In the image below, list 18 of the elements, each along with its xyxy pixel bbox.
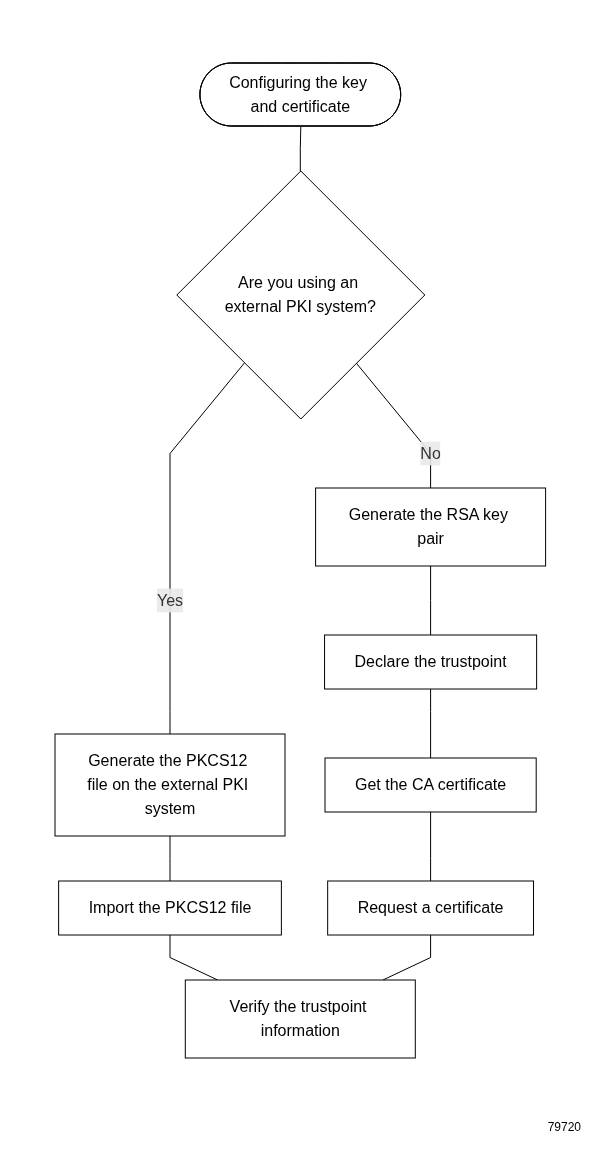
node-box: Get the CA certificate bbox=[324, 757, 537, 812]
connector bbox=[169, 362, 246, 734]
edge-label: No bbox=[420, 444, 442, 461]
edge-label: Yes bbox=[157, 591, 184, 608]
connector bbox=[355, 362, 432, 488]
connector bbox=[300, 125, 302, 171]
node-box: Verify the trustpoint information bbox=[185, 979, 416, 1058]
node-box: Import the PKCS12 file bbox=[58, 880, 283, 935]
node-box: Declare the trustpoint bbox=[324, 634, 538, 689]
node-diamond: Are you using an external PKI system? bbox=[176, 170, 426, 419]
node-box: Generate the RSA key pair bbox=[315, 487, 547, 566]
connector bbox=[169, 835, 171, 881]
connector bbox=[430, 811, 432, 881]
node-box: Request a certificate bbox=[327, 880, 535, 935]
figure-number: 79720 bbox=[546, 1120, 581, 1134]
connector bbox=[430, 688, 432, 758]
connector bbox=[430, 565, 432, 635]
node-box: Generate the PKCS12 file on the external PKI system bbox=[54, 733, 286, 836]
